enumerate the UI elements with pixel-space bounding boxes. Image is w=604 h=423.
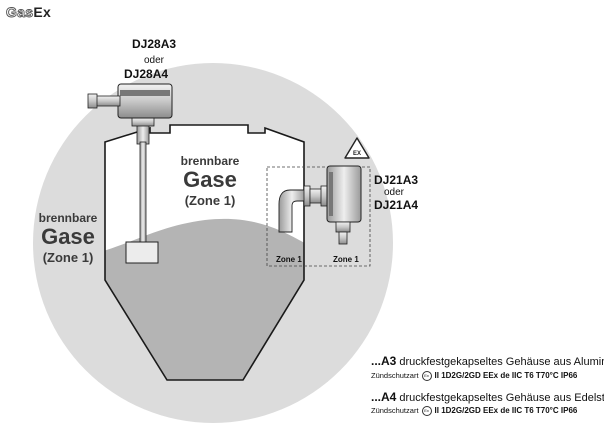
zone-outer-line1: brennbare (38, 211, 98, 225)
legend-item-2: ...A4 druckfestgekapseltes Gehäuse aus E… (371, 390, 604, 404)
legend-item-1-code: ...A3 (371, 354, 397, 368)
ex-mark-icon: Ex (421, 406, 432, 417)
zone-inner-line3: (Zone 1) (184, 193, 236, 208)
zone-box (266, 166, 371, 267)
ex-mark-icon: Ex (421, 371, 432, 382)
zone-box-label-right: Zone 1 (333, 255, 359, 264)
top-sensor-device (87, 83, 173, 264)
side-device-model-a: DJ21A3 (374, 173, 419, 187)
side-device-model-b: DJ21A4 (374, 198, 419, 212)
zone-outer-line2: Gase (41, 224, 95, 249)
top-device-model-a: DJ28A3 (132, 37, 177, 51)
zone-box-label-left: Zone 1 (276, 255, 302, 264)
zone-outer-line3: (Zone 1) (42, 250, 94, 265)
svg-text:EX: EX (353, 151, 361, 157)
zone-inner-line2: Gase (183, 167, 237, 192)
legend-item-1: ...A3 druckfestgekapseltes Gehäuse aus A… (371, 354, 604, 368)
legend-item-1-desc: druckfestgekapseltes Gehäuse aus Alumini… (399, 356, 604, 368)
zone-inner-line1: brennbare (180, 154, 240, 168)
side-sensor-device (278, 165, 362, 245)
top-device-model-b: DJ28A4 (124, 67, 169, 81)
ex-warning-sign: EX (344, 137, 370, 159)
zone-label-inner: brennbare Gase (Zone 1) (162, 155, 258, 207)
legend-item-2-code: ...A4 (371, 390, 397, 404)
top-device-connector: oder (144, 55, 165, 66)
zone-label-outer: brennbare Gase (Zone 1) (20, 212, 116, 264)
silo-wall (104, 124, 305, 381)
side-device-connector: oder (384, 187, 405, 198)
legend-item-2-desc: druckfestgekapseltes Gehäuse aus Edelsta… (399, 392, 604, 404)
gasex-logo: GasEx (6, 4, 52, 21)
